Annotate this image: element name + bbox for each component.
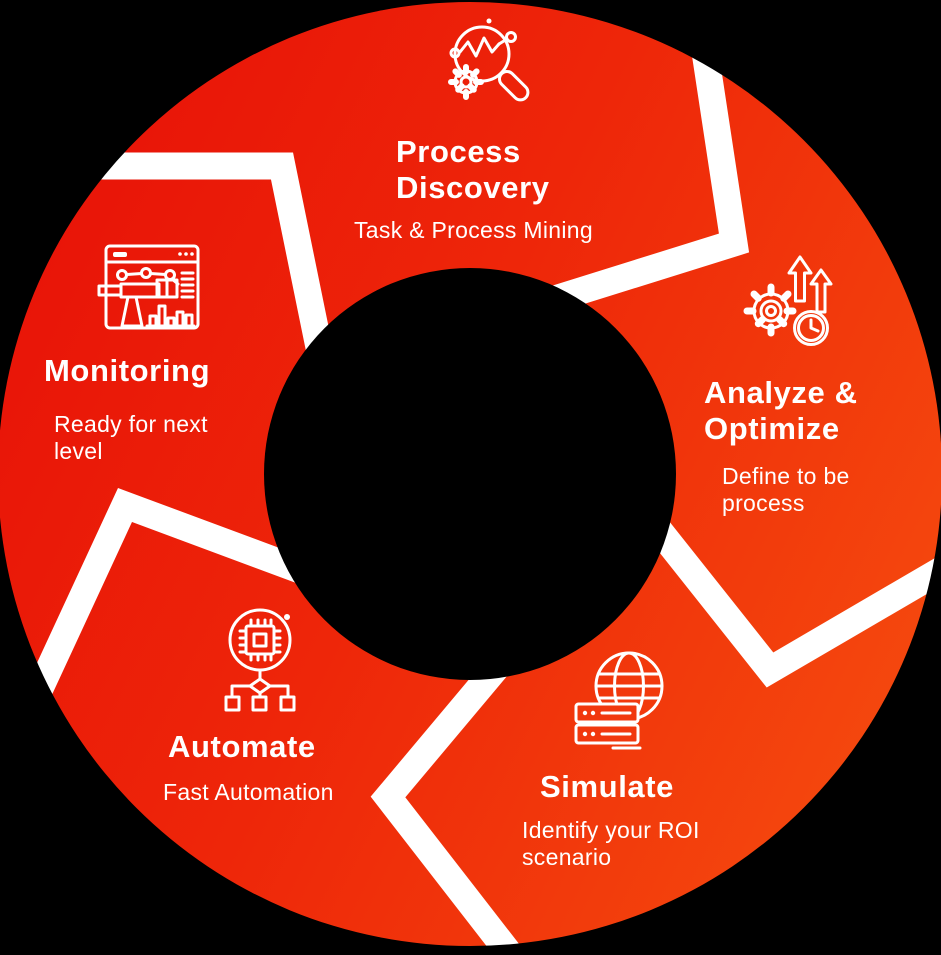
process-mining-magnifier-icon xyxy=(448,18,530,102)
step-subtitle-automate: Fast Automation xyxy=(163,779,334,805)
step-title-simulate: Simulate xyxy=(540,769,675,804)
step-subtitle-monitoring: Ready for next level xyxy=(54,411,208,464)
step-title-process-discovery: Process Discovery xyxy=(396,134,550,205)
separator-analyze-simulate xyxy=(632,501,941,688)
separator-discovery-analyze xyxy=(537,29,750,316)
separator-simulate-automate xyxy=(370,633,529,955)
separator-automate-monitoring xyxy=(5,487,321,742)
step-subtitle-simulate: Identify your ROI scenario xyxy=(522,817,700,870)
chip-hierarchy-icon xyxy=(224,608,296,712)
step-title-monitoring: Monitoring xyxy=(44,353,211,388)
separator-monitoring-discovery xyxy=(85,152,336,365)
step-subtitle-analyze-optimize: Define to be process xyxy=(722,463,850,516)
globe-server-icon xyxy=(574,651,664,750)
step-subtitle-process-discovery: Task & Process Mining xyxy=(354,217,593,243)
dashboard-telescope-icon xyxy=(97,244,200,330)
gear-arrows-clock-icon xyxy=(743,255,833,346)
step-title-analyze-optimize: Analyze & Optimize xyxy=(704,375,858,446)
step-title-automate: Automate xyxy=(168,729,316,764)
separator-chevrons xyxy=(5,29,941,955)
